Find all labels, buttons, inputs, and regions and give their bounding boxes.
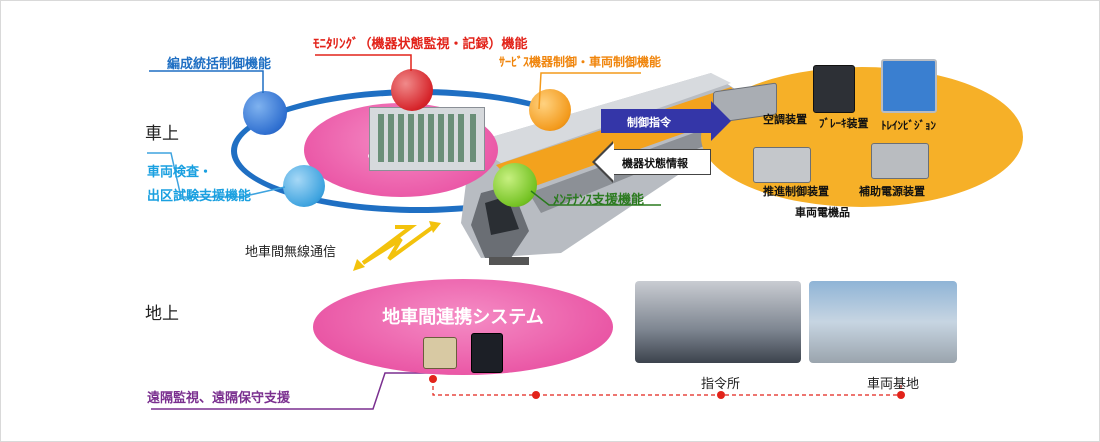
device-status-arrow: 機器状態情報 <box>592 141 711 183</box>
inspection-label-line2: 出区試験支援機能 <box>147 189 252 204</box>
network-node <box>897 391 905 399</box>
lightblue-function-node <box>283 165 325 207</box>
command-center-photo <box>635 281 801 363</box>
ground-system-label: 地車間連携システム <box>382 307 544 328</box>
pc-icon <box>423 337 457 369</box>
aux-power-label: 補助電源装置 <box>859 185 925 198</box>
device-status-label: 機器状態情報 <box>622 157 688 170</box>
service-control-label: ｻｰﾋﾞｽ機器制御・車両制御機能 <box>499 55 662 69</box>
tcms-rack-unit <box>369 107 485 171</box>
ground-system-ellipse <box>313 279 613 375</box>
control-command-arrow: 制御指令 <box>601 101 731 141</box>
propulsion-image <box>753 147 811 183</box>
blue-function-node <box>243 91 287 135</box>
train-vision-label: ﾄﾚｲﾝﾋﾞｼﾞｮﾝ <box>881 119 936 132</box>
air-conditioner-label: 空調装置 <box>763 113 807 126</box>
red-function-node <box>391 69 433 111</box>
control-command-label: 制御指令 <box>627 116 671 129</box>
vehicle-electrical-label: 車両電機品 <box>795 206 850 219</box>
brake-label: ﾌﾞﾚｰｷ装置 <box>819 117 869 130</box>
depot-photo <box>809 281 957 363</box>
remote-label: 遠隔監視、遠隔保守支援 <box>147 391 291 406</box>
network-node <box>532 391 540 399</box>
monitoring-label: ﾓﾆﾀﾘﾝｸﾞ（機器状態監視・記録）機能 <box>313 37 528 52</box>
propulsion-label: 推進制御装置 <box>763 185 829 198</box>
depot-label: 車両基地 <box>867 377 920 392</box>
orange-function-node <box>529 89 571 131</box>
onboard-section-label: 車上 <box>145 124 179 144</box>
command-center-label: 指令所 <box>701 377 741 392</box>
server-icon <box>471 333 503 373</box>
aux-power-image <box>871 143 929 179</box>
brake-image <box>813 65 855 113</box>
green-function-node <box>493 163 537 207</box>
ground-section-label: 地上 <box>145 304 179 324</box>
integrated-control-label: 編成統括制御機能 <box>167 57 272 72</box>
wireless-label: 地車間無線通信 <box>245 245 337 260</box>
network-node <box>717 391 725 399</box>
maintenance-label: ﾒﾝﾃﾅﾝｽ支援機能 <box>553 193 645 208</box>
train-vision-image <box>881 59 937 113</box>
network-node <box>429 375 437 383</box>
inspection-label-line1: 車両検査・ <box>147 165 213 180</box>
